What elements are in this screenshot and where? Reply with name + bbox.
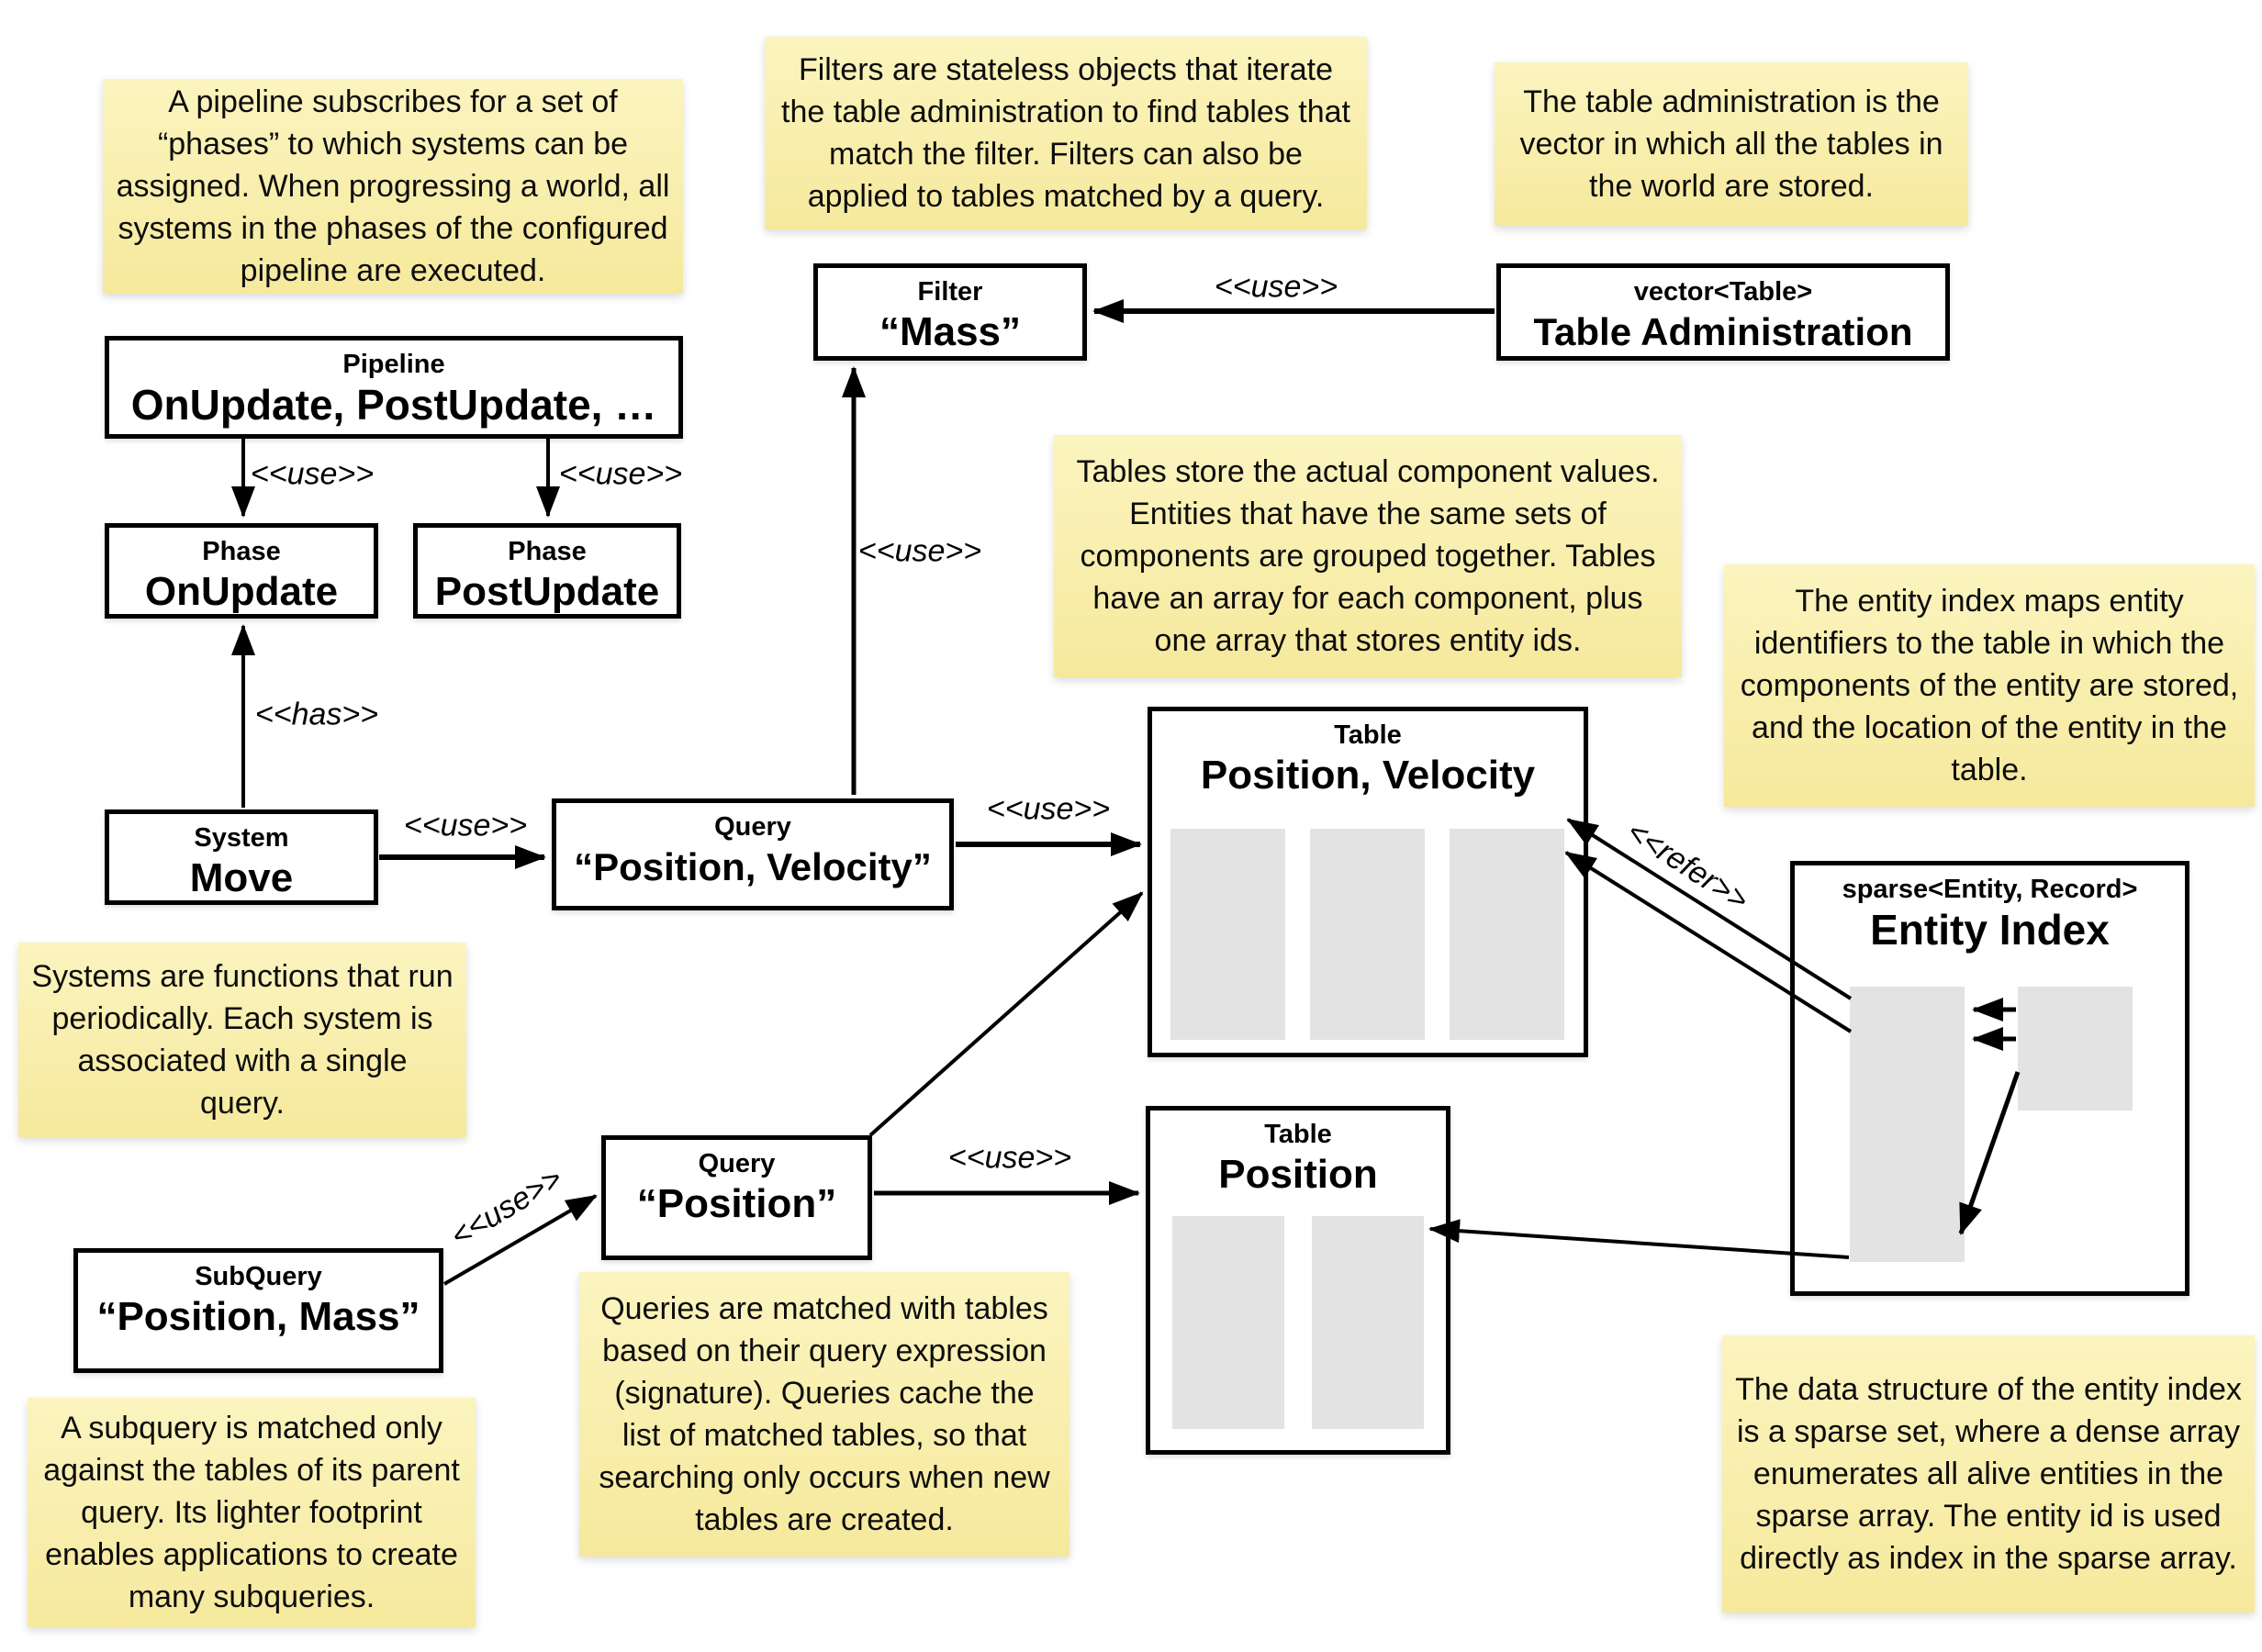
node-table-position-name: Position: [1218, 1152, 1378, 1197]
note-pipeline: A pipeline subscribes for a set of “phas…: [103, 79, 683, 294]
node-filter-mass: Filter “Mass”: [813, 263, 1087, 361]
node-table-administration: vector<Table> Table Administration: [1496, 263, 1950, 361]
edge-label-use-query-filter: <<use>>: [857, 533, 982, 569]
node-pipeline-stereotype: Pipeline: [342, 350, 445, 379]
component-array-bar: [1312, 1216, 1424, 1429]
node-subquery-stereotype: SubQuery: [195, 1262, 322, 1291]
note-systems-text: Systems are functions that run periodica…: [31, 959, 454, 1121]
node-system-move: System Move: [105, 809, 378, 905]
node-system-move-stereotype: System: [194, 823, 289, 853]
edge-label-refer: <<refer>>: [1620, 813, 1755, 919]
node-phase-onupdate-name: OnUpdate: [144, 569, 339, 614]
note-entity-index-text: The entity index maps entity identifiers…: [1740, 584, 2239, 787]
edge-query-p-to-table-pv: [868, 891, 1144, 1137]
component-array-bar: [1310, 829, 1425, 1040]
note-tables-text: Tables store the actual component values…: [1076, 454, 1660, 658]
node-query-position-velocity-stereotype: Query: [714, 812, 791, 842]
node-query-position-velocity: Query “Position, Velocity”: [552, 798, 954, 910]
node-subquery-position-mass: SubQuery “Position, Mass”: [73, 1248, 443, 1373]
node-phase-postupdate-stereotype: Phase: [508, 537, 587, 566]
edge-label-use-subquery-query: <<use>>: [444, 1160, 569, 1255]
edge-label-has: <<has>>: [254, 697, 379, 732]
node-query-position-stereotype: Query: [698, 1149, 776, 1178]
node-query-position-velocity-name: “Position, Velocity”: [574, 845, 932, 888]
note-queries: Queries are matched with tables based on…: [579, 1272, 1069, 1557]
edge-label-use-tableadmin-filter: <<use>>: [1214, 269, 1338, 305]
note-table-administration-text: The table administration is the vector i…: [1519, 84, 1943, 204]
node-table-position-velocity-name: Position, Velocity: [1200, 753, 1536, 798]
note-queries-text: Queries are matched with tables based on…: [599, 1291, 1050, 1537]
node-phase-onupdate: Phase OnUpdate: [105, 523, 378, 619]
note-tables: Tables store the actual component values…: [1054, 435, 1682, 677]
note-systems: Systems are functions that run periodica…: [18, 943, 466, 1137]
edge-label-use-query-table-pv: <<use>>: [986, 791, 1111, 827]
node-entity-index-name: Entity Index: [1870, 906, 2110, 954]
node-entity-index-stereotype: sparse<Entity, Record>: [1842, 875, 2138, 904]
node-entity-index: sparse<Entity, Record> Entity Index: [1790, 861, 2189, 1296]
node-filter-stereotype: Filter: [917, 277, 983, 307]
node-phase-postupdate: Phase PostUpdate: [413, 523, 681, 619]
edge-label-use-system-query: <<use>>: [403, 808, 528, 843]
node-table-administration-name: Table Administration: [1533, 310, 1913, 353]
node-filter-name: “Mass”: [879, 309, 1022, 354]
node-table-position: Table Position: [1146, 1106, 1450, 1455]
node-system-move-name: Move: [189, 855, 294, 900]
dense-array-bar: [2018, 987, 2133, 1111]
component-array-bar: [1172, 1216, 1284, 1429]
node-phase-postupdate-name: PostUpdate: [434, 569, 660, 614]
note-pipeline-text: A pipeline subscribes for a set of “phas…: [116, 84, 670, 288]
edge-entity-index-to-table-p: [1428, 1219, 1850, 1259]
node-pipeline-name: OnUpdate, PostUpdate, …: [130, 381, 657, 429]
component-array-bar: [1450, 829, 1564, 1040]
node-table-position-velocity: Table Position, Velocity: [1148, 707, 1588, 1057]
note-subquery-text: A subquery is matched only against the t…: [43, 1411, 460, 1614]
sparse-array-bar: [1850, 987, 1965, 1262]
note-filters-text: Filters are stateless objects that itera…: [781, 52, 1350, 214]
node-query-position: Query “Position”: [601, 1135, 872, 1260]
note-subquery: A subquery is matched only against the t…: [28, 1398, 476, 1627]
node-table-position-velocity-stereotype: Table: [1334, 720, 1402, 750]
node-table-position-stereotype: Table: [1264, 1120, 1332, 1149]
edge-label-use-pipeline-onupdate: <<use>>: [250, 456, 375, 492]
edge-label-use-pipeline-postupdate: <<use>>: [558, 456, 683, 492]
node-pipeline: Pipeline OnUpdate, PostUpdate, …: [105, 336, 683, 439]
node-subquery-name: “Position, Mass”: [96, 1294, 420, 1339]
note-filters: Filters are stateless objects that itera…: [765, 37, 1367, 229]
node-query-position-name: “Position”: [636, 1181, 837, 1226]
note-table-administration: The table administration is the vector i…: [1495, 62, 1968, 226]
edge-label-use-query-table-p: <<use>>: [947, 1140, 1072, 1176]
note-sparse-set-text: The data structure of the entity index i…: [1735, 1372, 2242, 1576]
note-entity-index: The entity index maps entity identifiers…: [1724, 564, 2255, 807]
node-phase-onupdate-stereotype: Phase: [202, 537, 281, 566]
node-table-administration-stereotype: vector<Table>: [1633, 277, 1813, 307]
note-sparse-set: The data structure of the entity index i…: [1722, 1335, 2255, 1613]
component-array-bar: [1170, 829, 1285, 1040]
